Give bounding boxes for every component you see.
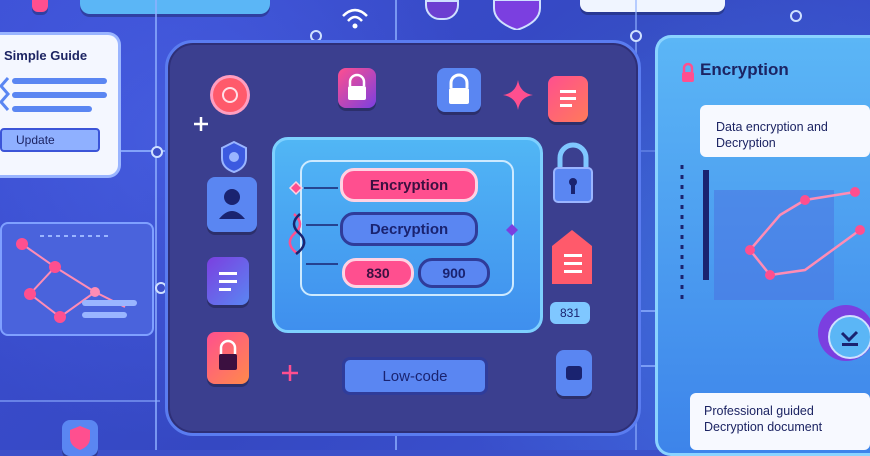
data-encryption-text: Data encryption and Decryption <box>716 120 828 150</box>
padlock-icon <box>449 73 469 104</box>
file-tile <box>207 257 249 305</box>
line-graph <box>680 165 865 305</box>
top-pink-tab <box>32 0 48 12</box>
side-badge: 831 <box>550 302 590 324</box>
code-pill-a[interactable]: 830 <box>342 258 414 288</box>
shield-icon <box>221 140 247 174</box>
tag-icon <box>552 230 592 284</box>
simple-guide-title: Simple Guide <box>4 48 88 63</box>
grid-line <box>395 0 397 40</box>
grid-line <box>0 400 160 402</box>
top-strip-left <box>80 0 270 14</box>
data-encryption-note: Data encryption and Decryption <box>700 105 870 157</box>
user-icon <box>219 189 245 219</box>
professional-guide-note: Professional guided Decryption document <box>690 393 870 450</box>
grid-line <box>155 0 157 450</box>
document-icon <box>219 272 237 291</box>
top-strip-right <box>580 0 725 12</box>
check-icon <box>840 330 859 346</box>
code-pill-b[interactable]: 900 <box>418 258 490 288</box>
chip-tile <box>556 350 592 396</box>
grid-line <box>118 150 173 152</box>
encryption-pill[interactable]: Encryption <box>340 168 478 202</box>
padlock-icon <box>219 339 237 370</box>
power-icon <box>213 78 247 112</box>
lock-tile-pink <box>338 68 376 108</box>
encryption-panel-title: Encryption <box>700 60 789 79</box>
diamond-icon <box>506 224 518 236</box>
node-dot <box>630 30 642 42</box>
sparkle-icon <box>503 80 533 110</box>
chevron-icon <box>0 77 10 111</box>
node-dot <box>790 10 802 22</box>
lock-icon <box>348 73 366 100</box>
guide-line <box>12 92 107 98</box>
user-tile <box>207 177 257 232</box>
plus-icon <box>194 117 208 131</box>
update-button[interactable]: Update <box>0 128 100 152</box>
shield-lock-icon <box>70 426 90 450</box>
lock-icon <box>682 62 694 82</box>
padlock-icon <box>553 142 593 203</box>
dna-icon <box>288 180 338 265</box>
wifi-icon <box>342 8 368 29</box>
node-dot <box>151 146 163 158</box>
guide-line <box>12 106 92 112</box>
chip-icon <box>566 366 582 380</box>
lock-tile-blue <box>437 68 481 112</box>
document-tile <box>548 76 588 122</box>
professional-guide-text: Professional guided Decryption document <box>704 404 823 434</box>
low-code-button[interactable]: Low-code <box>342 357 488 395</box>
guide-line <box>12 78 107 84</box>
network-graph <box>16 235 137 323</box>
sparkle-icon <box>282 365 298 381</box>
shield-icon <box>493 0 541 30</box>
document-icon <box>560 90 576 107</box>
circle-icon <box>425 0 459 20</box>
decryption-pill[interactable]: Decryption <box>340 212 478 246</box>
lock-tile-orange <box>207 332 249 384</box>
check-badge <box>828 315 870 359</box>
